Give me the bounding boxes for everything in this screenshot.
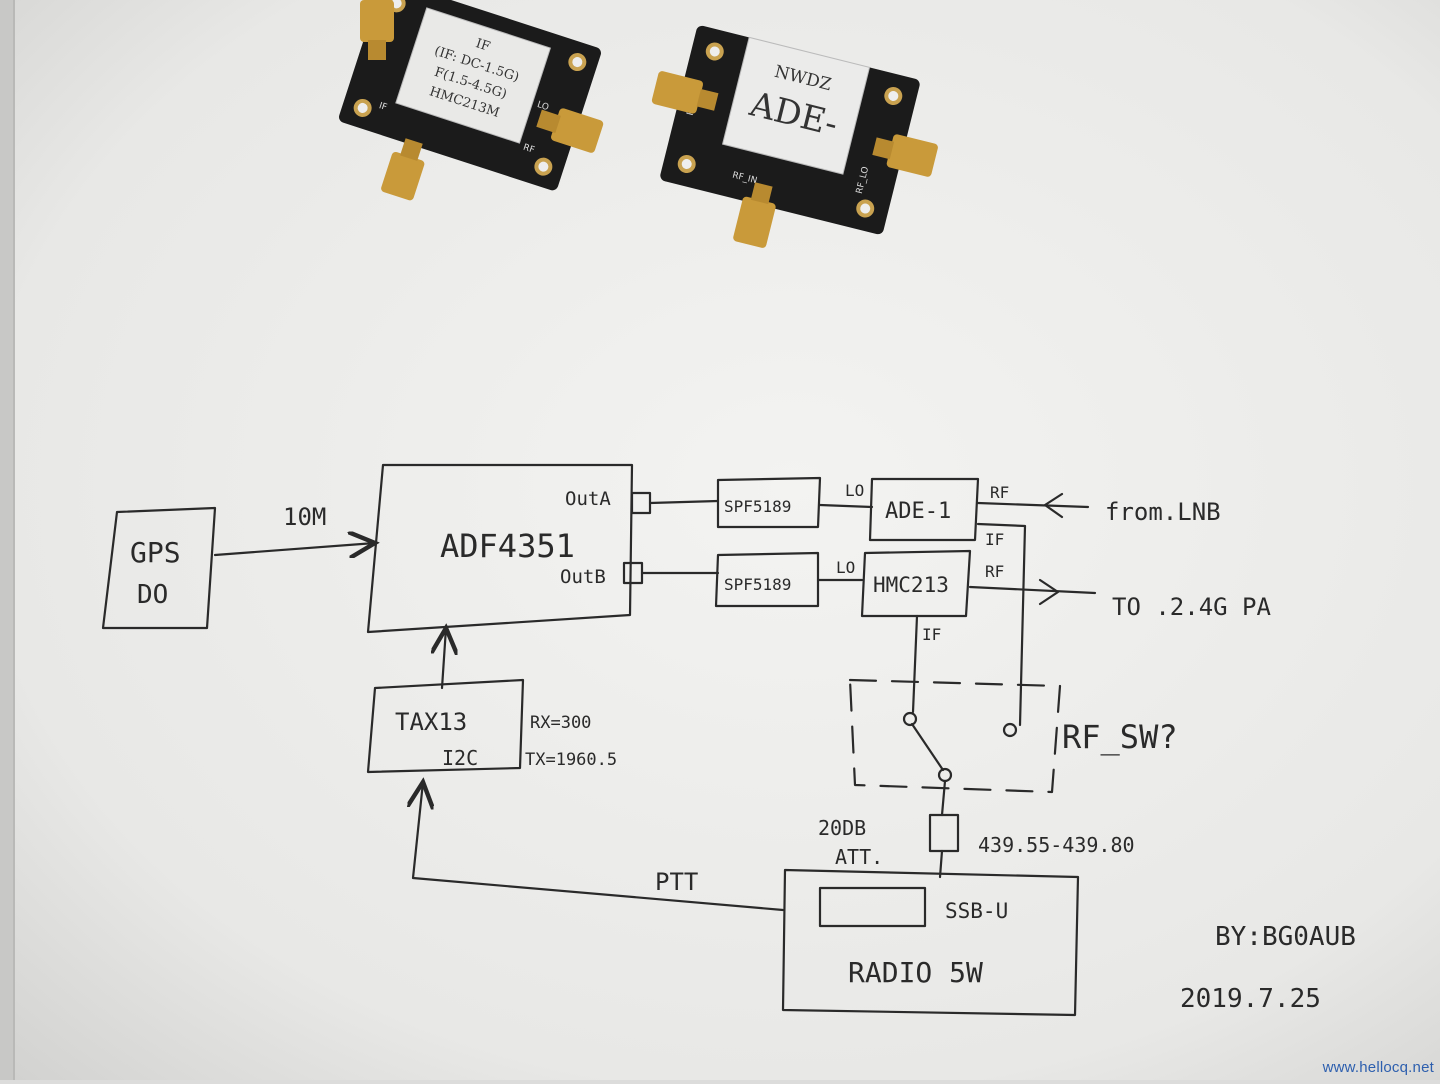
adf4351-box (366, 463, 634, 634)
switch-contact-left (902, 711, 918, 727)
sma-connector-left-bottom (381, 138, 425, 201)
to-pa-label: TO .2.4G PA (1112, 593, 1271, 621)
module-left-pin-if: IF (378, 101, 389, 113)
module-left-board: IF (IF: DC-1.5G) F(1.5-4.5G) HMC213M IF … (339, 0, 601, 191)
ade1-label: ADE-1 (885, 499, 951, 524)
radio-box (781, 868, 1080, 1017)
do-label: DO (137, 580, 168, 610)
ref-line (213, 543, 375, 555)
gps-label: GPS (130, 536, 181, 569)
outb-label: OutB (560, 566, 606, 588)
outa-wire (648, 499, 720, 505)
att-label: ATT. (835, 845, 883, 869)
switch-contact-right (1002, 722, 1018, 738)
ref-10m-label: 10M (283, 503, 326, 531)
ptt-label: PTT (655, 868, 698, 896)
sma-connector-right-bottom (733, 182, 776, 248)
rf-switch-blade (910, 722, 945, 772)
i2c-label: I2C (442, 746, 478, 770)
adf4351-label: ADF4351 (440, 527, 575, 565)
radio-display (818, 886, 927, 928)
paper-edge (0, 0, 14, 1080)
from-lnb-arrow (1043, 492, 1064, 519)
spf-top-label: SPF5189 (724, 497, 791, 516)
gps-do-box (101, 506, 217, 630)
band-label: 439.55-439.80 (978, 833, 1135, 857)
author-label: BY:BG0AUB (1215, 922, 1356, 952)
sma-connector-right-left (651, 71, 719, 114)
schematic (101, 463, 1097, 1017)
radio-label: RADIO 5W (848, 956, 983, 989)
spf-bottom-label: SPF5189 (724, 575, 791, 594)
sma-connector-right-right (872, 134, 938, 177)
rx-freq-label: RX=300 (530, 713, 591, 733)
radio-mode-label: SSB-U (945, 899, 1008, 923)
sma-connector-left-right (536, 108, 604, 153)
switch-to-att (940, 779, 947, 817)
mcu-to-adf (442, 628, 446, 690)
if-top-label: IF (985, 530, 1004, 549)
rf-bottom-label: RF (985, 562, 1004, 581)
module-left-pin-rf: RF (522, 143, 536, 156)
tx-freq-label: TX=1960.5 (525, 750, 617, 770)
spf-top-box (716, 476, 822, 529)
from-lnb-label: from.LNB (1105, 498, 1221, 526)
mcu-label: TAX13 (395, 708, 467, 736)
lo-top-label: LO (845, 481, 864, 500)
outa-label: OutA (565, 488, 611, 510)
from-lnb-wire (976, 501, 1090, 509)
hmc213-box (860, 549, 972, 618)
if-bottom-label: IF (922, 625, 941, 644)
hmc213-if-wire (911, 614, 919, 714)
to-pa-arrow (1038, 578, 1060, 606)
module-left-pin-lo: LO (536, 100, 550, 113)
module-right-board: NWDZ ADE- RF_IF RF_IN RF_LO (660, 25, 920, 235)
lo-top-wire (818, 503, 874, 509)
lo-bottom-label: LO (836, 558, 855, 577)
att-db-label: 20DB (818, 816, 866, 840)
date-label: 2019.7.25 (1180, 984, 1321, 1014)
to-pa-wire (968, 585, 1097, 595)
ptt-wire (413, 782, 785, 912)
rf-switch-box (848, 678, 1062, 794)
ade1-if-wire (976, 522, 1027, 727)
module-left-label-1: IF (474, 36, 492, 55)
attenuator (928, 813, 960, 853)
rf-sw-label: RF_SW? (1062, 718, 1178, 756)
sma-connector-left-top (360, 0, 394, 60)
ade1-box (868, 477, 980, 542)
mcu-box (366, 678, 525, 774)
spf-bottom-box (714, 551, 820, 608)
rf-top-label: RF (990, 483, 1009, 502)
hmc213-label: HMC213 (873, 573, 949, 597)
watermark: www.hellocq.net (1322, 1059, 1434, 1076)
